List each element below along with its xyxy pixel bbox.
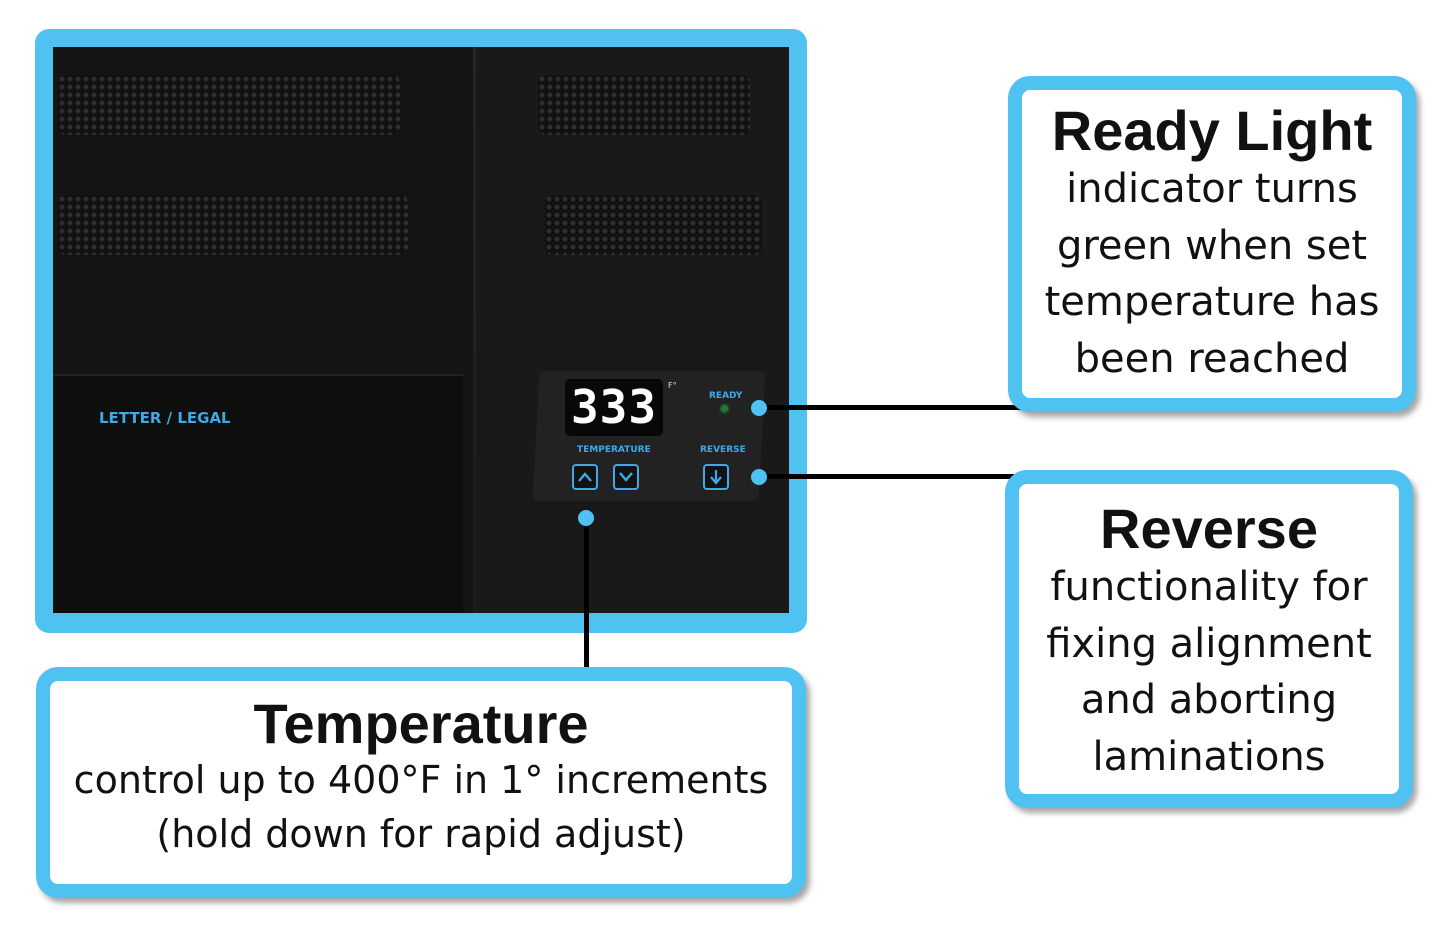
reverse-title: Reverse — [1100, 497, 1318, 560]
temperature-callout: Temperature control up to 400°F in 1° in… — [36, 667, 806, 898]
vent-grille-bottom-right — [545, 195, 762, 255]
slot-label: LETTER / LEGAL — [99, 409, 231, 427]
ready-label: READY — [709, 391, 743, 401]
ready-connector-dot — [751, 400, 767, 416]
reverse-callout: Reverse functionality for fixing alignme… — [1005, 470, 1413, 808]
reverse-button[interactable] — [703, 464, 729, 490]
laminator-right-face — [475, 47, 789, 613]
reverse-connector-line — [760, 474, 1025, 479]
temperature-up-button[interactable] — [572, 464, 598, 490]
temperature-connector-dot — [578, 510, 594, 526]
temperature-connector-line — [584, 519, 589, 669]
vent-grille-bottom-left — [58, 195, 408, 255]
temperature-title: Temperature — [253, 692, 589, 755]
temperature-down-button[interactable] — [613, 464, 639, 490]
vent-grille-top-left — [58, 75, 400, 135]
chevron-up-icon — [578, 472, 592, 482]
laminator-photo: LETTER / LEGAL 333 F° READY TEMPERATURE … — [53, 47, 789, 613]
temperature-description: control up to 400°F in 1° increments (ho… — [73, 757, 769, 856]
reverse-connector-dot — [751, 469, 767, 485]
ready-connector-line — [760, 405, 1025, 410]
ready-light-callout: Ready Light indicator turns green when s… — [1008, 76, 1416, 412]
temperature-display: 333 — [565, 379, 663, 436]
feed-slot — [53, 374, 463, 613]
reverse-description: functionality for fixing alignment and a… — [1046, 563, 1372, 781]
ready-light-description: indicator turns green when set temperatu… — [1044, 165, 1380, 383]
arrow-down-icon — [710, 470, 722, 485]
chevron-down-icon — [619, 472, 633, 482]
temperature-unit: F° — [668, 381, 677, 390]
laminator-panel-seam — [473, 47, 476, 613]
vent-grille-top-right — [538, 75, 750, 135]
ready-light-title: Ready Light — [1051, 99, 1373, 162]
ready-led-icon — [721, 405, 728, 412]
temperature-label: TEMPERATURE — [577, 445, 651, 455]
reverse-label: REVERSE — [700, 445, 746, 455]
